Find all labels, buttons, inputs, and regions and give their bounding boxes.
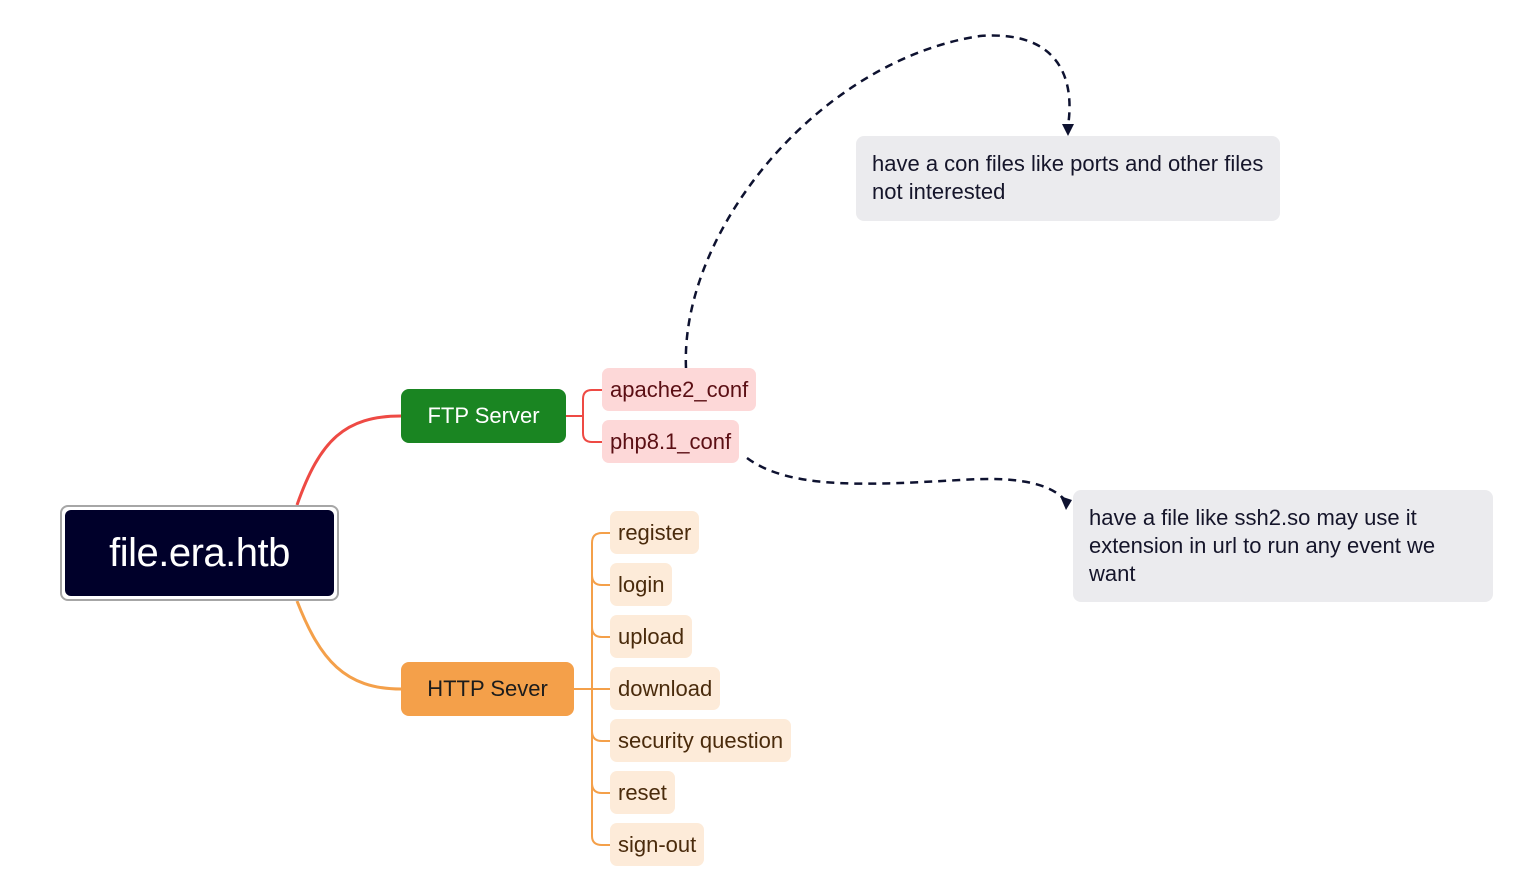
http-child-download[interactable]: download [610, 667, 721, 710]
http-server-node[interactable]: HTTP Sever [401, 662, 574, 716]
root-label: file.era.htb [109, 530, 290, 575]
http-child-label: register [618, 519, 692, 545]
relationship-php-note [746, 456, 1066, 501]
root-to-http-line [295, 600, 402, 691]
root-node[interactable]: file.era.htb [65, 510, 334, 596]
ftp-child-label: php8.1_conf [610, 428, 732, 454]
http-child-sign-out[interactable]: sign-out [610, 823, 705, 866]
note-text: have a con files like ports and other fi… [872, 151, 1264, 204]
ftp-child-php81-conf[interactable]: php8.1_conf [602, 420, 740, 463]
http-server-label: HTTP Sever [427, 676, 548, 701]
relationship-php-arrow [1060, 496, 1072, 510]
http-child-label: login [618, 571, 665, 597]
http-child-security-question[interactable]: security question [610, 719, 792, 762]
http-child-label: reset [618, 779, 667, 805]
note-apache-conf[interactable]: have a con files like ports and other fi… [856, 136, 1280, 221]
http-child-upload[interactable]: upload [610, 615, 693, 658]
http-child-label: upload [618, 623, 685, 649]
relationship-apache-arrow [1062, 124, 1074, 136]
ftp-server-label: FTP Server [427, 403, 540, 428]
http-child-login[interactable]: login [610, 563, 673, 606]
ftp-server-node[interactable]: FTP Server [401, 389, 566, 443]
http-child-label: sign-out [618, 831, 697, 857]
ftp-children-bracket [566, 389, 602, 443]
http-child-label: download [618, 675, 713, 701]
ftp-child-label: apache2_conf [610, 376, 749, 402]
note-text: have a file like ssh2.so may use it exte… [1089, 505, 1436, 586]
note-php-conf[interactable]: have a file like ssh2.so may use it exte… [1073, 490, 1493, 602]
ftp-child-apache2-conf[interactable]: apache2_conf [602, 368, 757, 411]
http-child-register[interactable]: register [610, 511, 700, 554]
http-child-label: security question [618, 727, 784, 753]
root-to-ftp-line [295, 414, 402, 506]
http-children-bracket [574, 532, 610, 846]
http-child-reset[interactable]: reset [610, 771, 675, 814]
